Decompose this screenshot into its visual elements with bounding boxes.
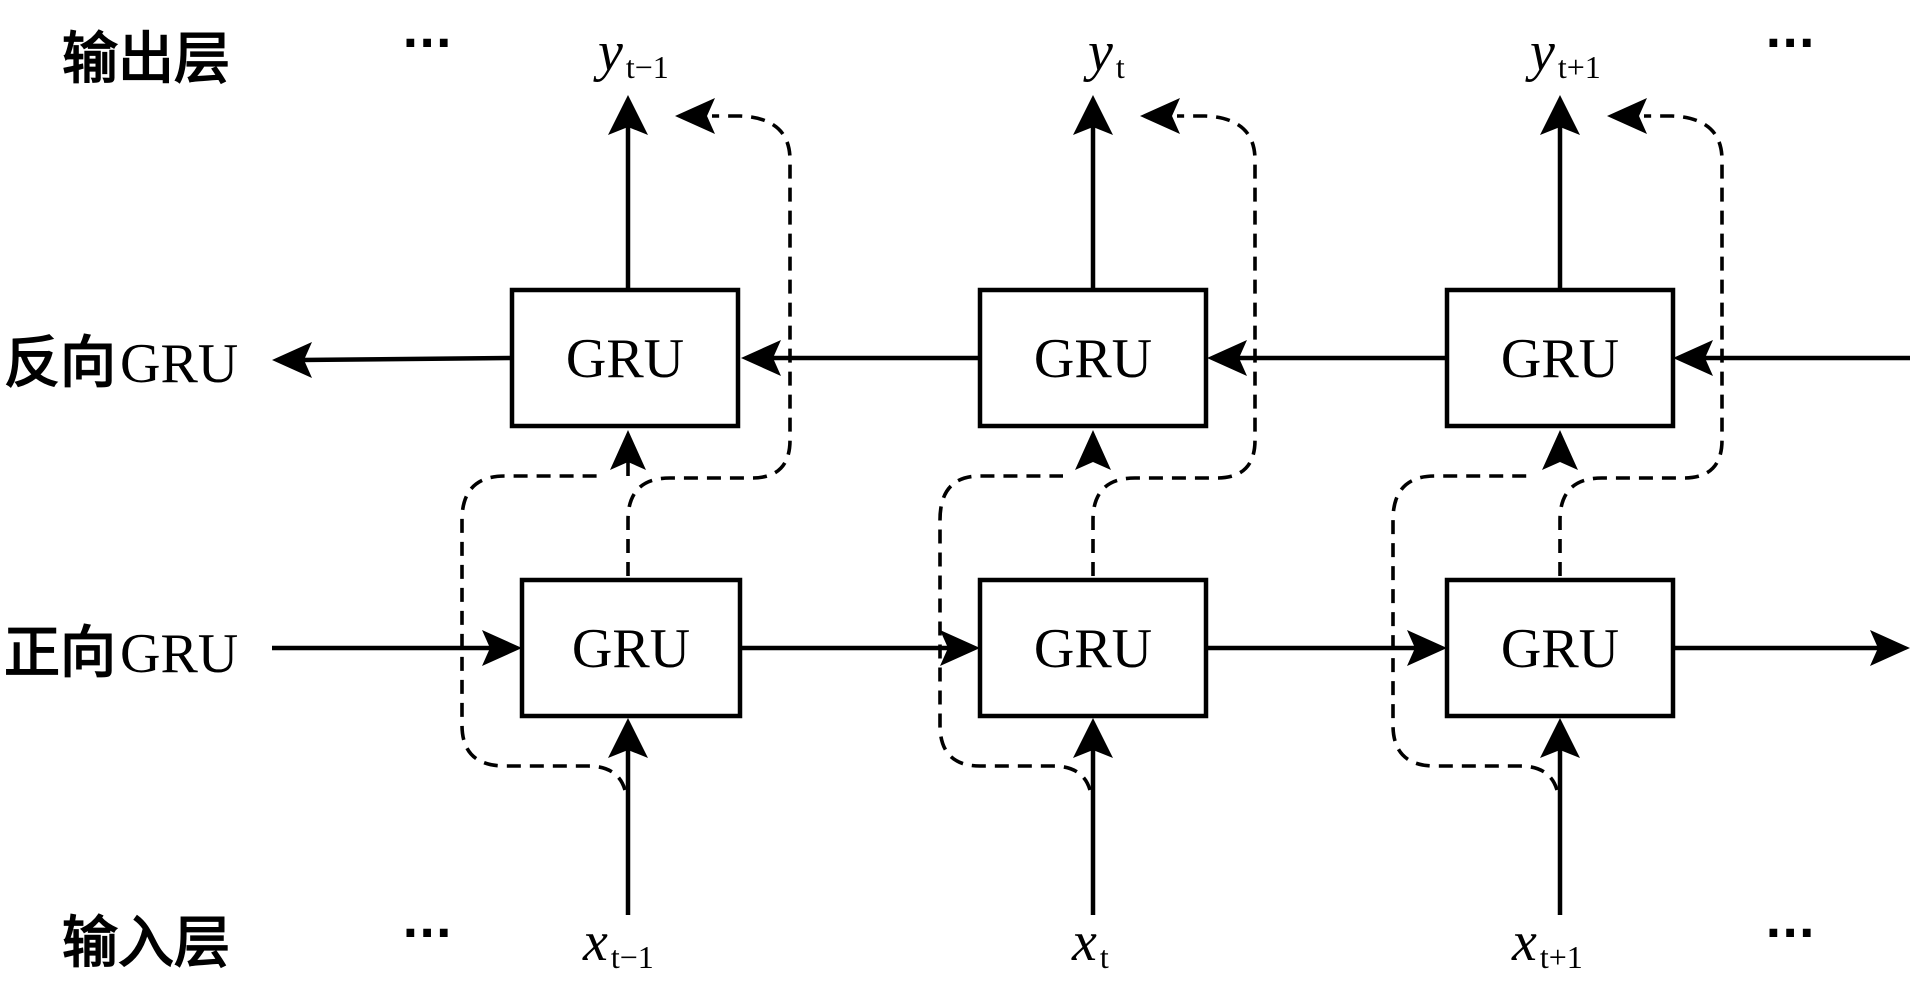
gru-box-backward-3-label: GRU xyxy=(1501,328,1619,390)
output-label-3-var: y xyxy=(1525,21,1555,83)
backward-link-out xyxy=(299,355,513,363)
feedback-path-2 xyxy=(1091,114,1257,576)
input-label-3: xt+1 xyxy=(1511,911,1583,975)
gru-box-forward-3-label: GRU xyxy=(1501,618,1619,680)
output-arrow-3-arrowhead xyxy=(1540,95,1580,135)
input-label-3-var: x xyxy=(1511,911,1537,973)
output-arrow-2-arrowhead xyxy=(1073,95,1113,135)
input-label-2-sub: t xyxy=(1100,939,1109,975)
input-arrow-1-arrowhead xyxy=(608,718,648,758)
forward-to-backward-arrowhead-1 xyxy=(610,430,646,470)
feedback-path-2-arrowhead xyxy=(1140,98,1180,134)
output-arrow-1-arrowhead xyxy=(608,95,648,135)
input-label-1-sub: t−1 xyxy=(611,939,654,975)
forward-gru-label: 正向 GRU xyxy=(4,621,238,686)
backward-gru-label: 反向 GRU xyxy=(4,331,238,396)
ellipsis-bottom-left: ··· xyxy=(402,908,452,959)
forward-gru-label-cjk: 正向 xyxy=(4,621,116,686)
backward-gru-label-latin: GRU xyxy=(120,333,238,395)
input-label-2: xt xyxy=(1071,911,1109,975)
gru-box-backward-2 xyxy=(977,287,1209,429)
gru-box-forward-1 xyxy=(519,577,743,719)
feedback-path-3-arrowhead xyxy=(1607,98,1647,134)
gru-box-backward-1-label: GRU xyxy=(566,328,684,390)
gru-box-backward-3 xyxy=(1444,287,1676,429)
output-label-1-sub: t−1 xyxy=(626,49,669,85)
gru-box-forward-2 xyxy=(977,577,1209,719)
input-arrow-2-arrowhead xyxy=(1073,718,1113,758)
output-label-3: yt+1 xyxy=(1525,21,1601,85)
input-label-2-var: x xyxy=(1071,911,1097,973)
gru-box-forward-2-label: GRU xyxy=(1034,618,1152,680)
input-arrow-3-arrowhead xyxy=(1540,718,1580,758)
output-label-2: yt xyxy=(1083,21,1125,85)
output-label-2-sub: t xyxy=(1116,49,1125,85)
gru-box-forward-3 xyxy=(1444,577,1676,719)
backward-link-in-arrowhead xyxy=(1673,340,1713,376)
forward-to-backward-arrowhead-2 xyxy=(1075,430,1111,470)
backward-link-2-1-arrowhead xyxy=(741,340,781,376)
input-label-1-var: x xyxy=(582,911,608,973)
timestep-column-1: GRU GRU yt−1 xt−1 xyxy=(460,21,792,975)
input-label-3-sub: t+1 xyxy=(1540,939,1583,975)
output-label-1-var: y xyxy=(593,21,623,83)
bypass-path-2 xyxy=(938,474,1092,791)
backward-link-3-2-arrowhead xyxy=(1207,340,1247,376)
forward-link-out-arrowhead xyxy=(1870,630,1910,666)
timestep-column-3: GRU GRU yt+1 xt+1 xyxy=(1391,21,1724,975)
gru-box-forward-1-label: GRU xyxy=(572,618,690,680)
feedback-path-1-arrowhead xyxy=(675,98,715,134)
backward-link-out-arrowhead xyxy=(272,342,312,378)
input-label-1: xt−1 xyxy=(582,911,654,975)
forward-gru-label-latin: GRU xyxy=(120,623,238,685)
forward-link-1-2-arrowhead xyxy=(940,630,980,666)
backward-gru-label-cjk: 反向 xyxy=(4,331,116,396)
ellipsis-top-left: ··· xyxy=(402,18,452,69)
input-layer-label: 输入层 xyxy=(62,911,230,976)
output-label-3-sub: t+1 xyxy=(1558,49,1601,85)
output-label-1: yt−1 xyxy=(593,21,669,85)
gru-box-backward-1 xyxy=(509,287,741,429)
forward-to-backward-arrowhead-3 xyxy=(1542,430,1578,470)
forward-link-2-3-arrowhead xyxy=(1407,630,1447,666)
output-layer-label: 输出层 xyxy=(62,27,230,92)
feedback-path-1 xyxy=(626,114,792,576)
gru-box-backward-2-label: GRU xyxy=(1034,328,1152,390)
timestep-column-2: GRU GRU yt xt xyxy=(938,21,1257,975)
feedback-path-3 xyxy=(1558,114,1724,576)
bypass-path-3 xyxy=(1391,474,1559,791)
output-label-2-var: y xyxy=(1083,21,1113,83)
ellipsis-top-right: ··· xyxy=(1765,18,1815,69)
ellipsis-bottom-right: ··· xyxy=(1765,908,1815,959)
bypass-path-1 xyxy=(460,474,627,791)
forward-link-in-arrowhead xyxy=(482,630,522,666)
